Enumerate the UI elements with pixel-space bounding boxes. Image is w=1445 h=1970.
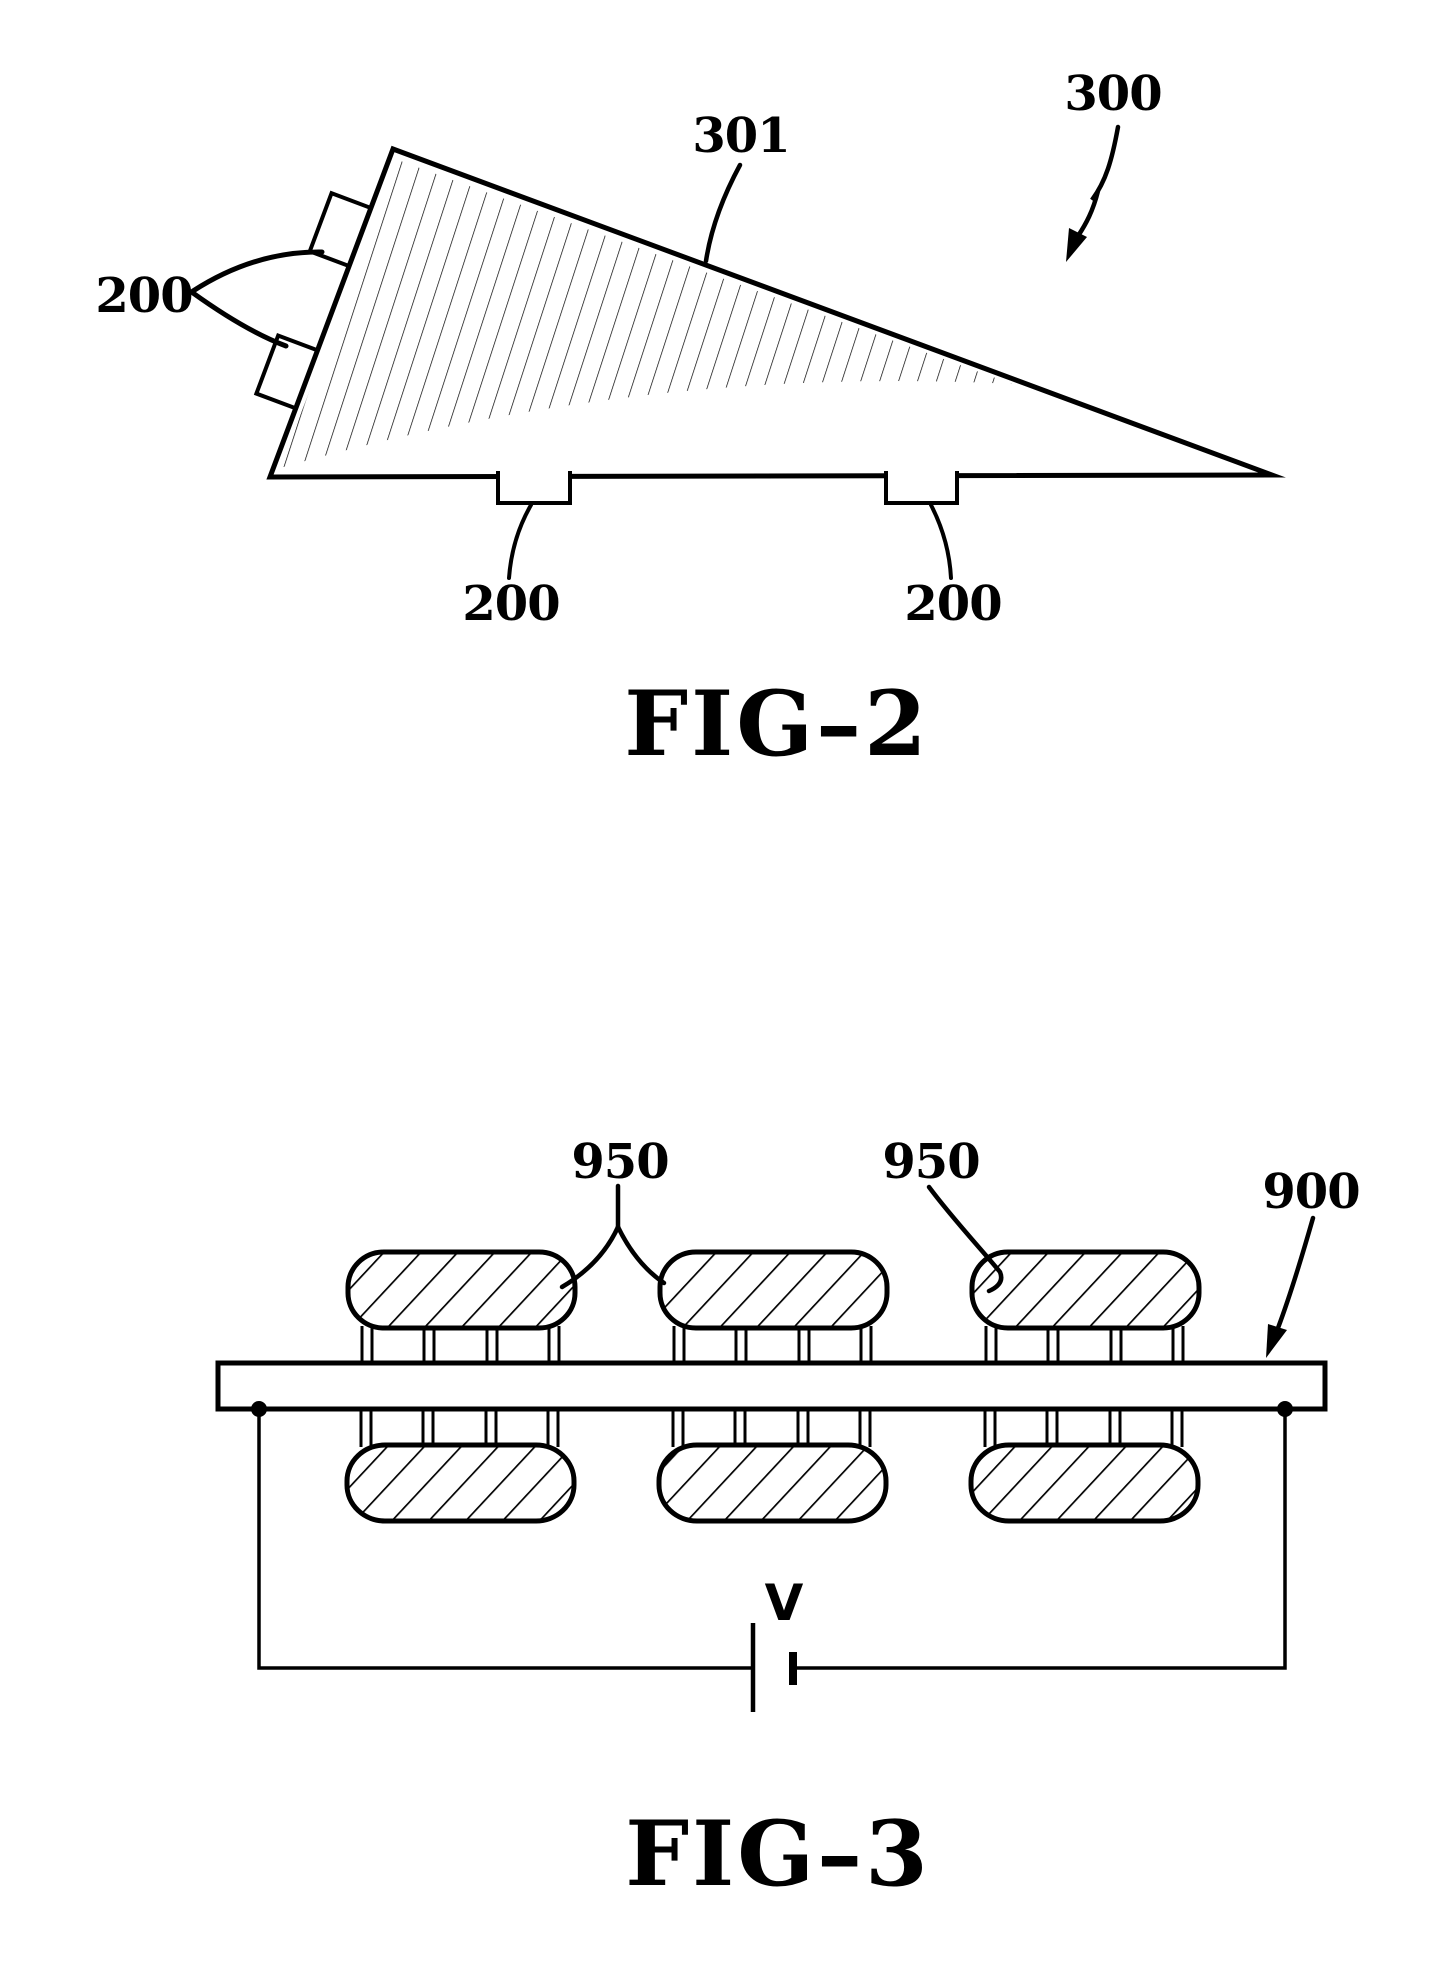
terminal-dot-left	[251, 1401, 267, 1417]
arrow-900-head	[1266, 1324, 1287, 1358]
arrow-900-shaft	[1275, 1215, 1316, 1331]
leader-200-side-brace	[190, 249, 325, 349]
wedge-hatching	[280, 160, 1012, 468]
actuator-pad-bottom-3	[968, 1442, 1201, 1524]
electrode-tab-bottom-right	[884, 471, 959, 505]
voltage-label: V	[765, 1574, 804, 1632]
fig3-group: V 950 950 900 FIG–3	[215, 1134, 1361, 1907]
drive-circuit: V	[251, 1401, 1293, 1712]
arrow-300-shaft	[1075, 124, 1121, 239]
ref-label-950-right: 950	[882, 1134, 979, 1190]
terminal-dot-right	[1277, 1401, 1293, 1417]
actuator-pad-bottom-2	[656, 1442, 889, 1524]
actuator-pad-bottom-1	[344, 1442, 577, 1524]
ref-label-300: 300	[1064, 66, 1161, 122]
leader-200-bottom-right	[929, 503, 953, 580]
legs-top-2	[672, 1324, 873, 1368]
leader-950-left-branch-b	[615, 1224, 667, 1286]
ref-label-950-left: 950	[571, 1134, 668, 1190]
arrow-900	[1266, 1215, 1316, 1358]
fig2-group: 200 301 300 200 200 FIG–2	[95, 66, 1286, 777]
leader-301	[703, 162, 743, 264]
arrow-300	[1066, 124, 1121, 262]
fig3-caption: FIG–3	[625, 1801, 930, 1907]
leader-950-right	[926, 1184, 1004, 1294]
legs-bottom-1	[359, 1405, 560, 1449]
actuator-pad-top-3	[969, 1249, 1202, 1331]
legs-bottom-3	[983, 1405, 1184, 1449]
ref-label-200-bottom-right: 200	[904, 576, 1001, 632]
ref-label-200-bottom-left: 200	[462, 576, 559, 632]
legs-bottom-2	[671, 1405, 872, 1449]
electrode-tab-bottom-left	[496, 471, 572, 505]
ref-label-301: 301	[692, 108, 789, 164]
leader-950-left-branch-a	[559, 1224, 621, 1290]
leader-950-left-fork	[559, 1183, 667, 1290]
legs-top-3	[984, 1324, 1185, 1368]
leader-200-side-lower	[190, 290, 289, 349]
ref-label-200-side: 200	[95, 268, 192, 324]
actuator-pad-top-2	[657, 1249, 890, 1331]
arrow-300-head	[1066, 228, 1087, 262]
ref-label-900: 900	[1262, 1164, 1359, 1220]
actuator-pad-top-1	[345, 1249, 578, 1331]
leader-200-side-upper	[190, 249, 325, 294]
fig2-caption: FIG–2	[624, 671, 929, 777]
wire-left	[257, 1409, 751, 1670]
wire-right	[796, 1409, 1287, 1670]
battery-symbol	[750, 1623, 797, 1712]
leader-200-bottom-left	[507, 503, 533, 580]
legs-top-1	[360, 1324, 561, 1368]
substrate-bar-900	[215, 1360, 1328, 1412]
